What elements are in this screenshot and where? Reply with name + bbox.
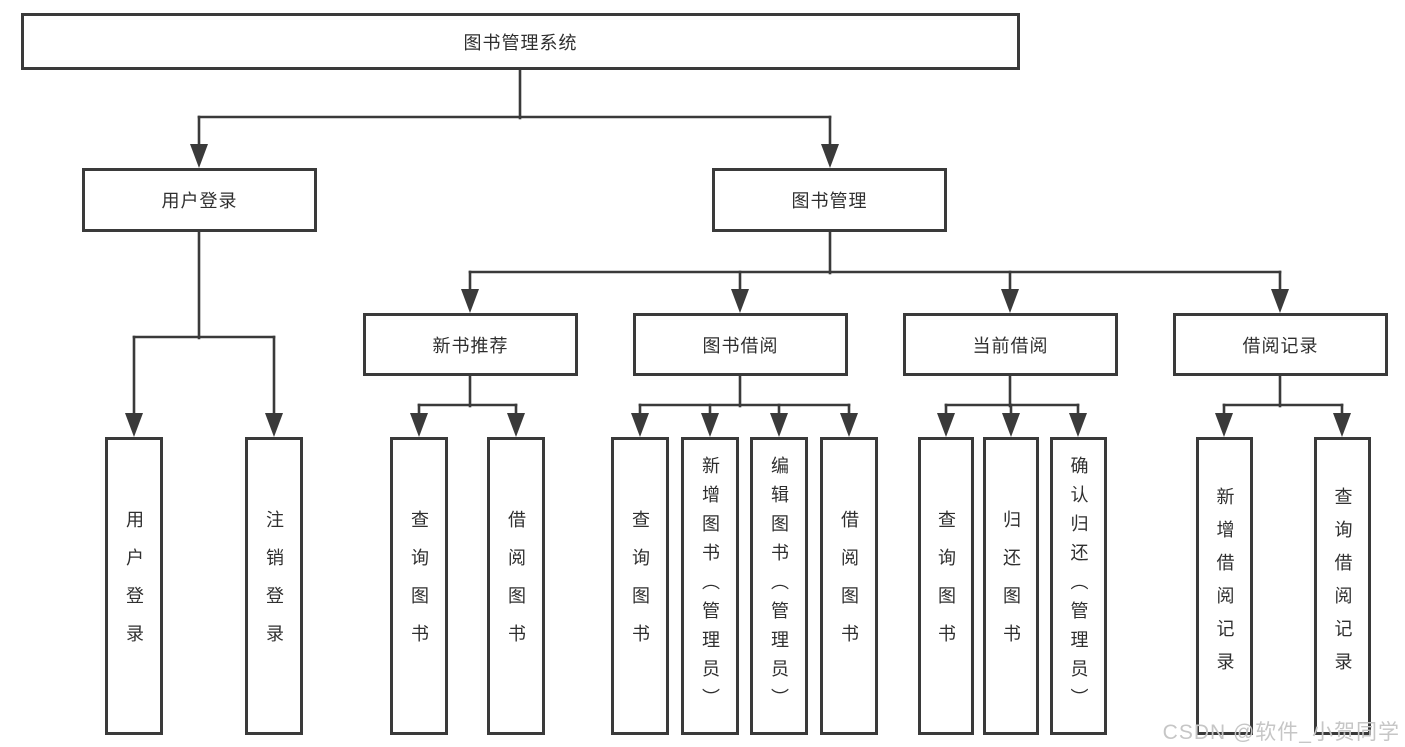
watermark: CSDN @软件_小贺同学 <box>1162 721 1400 744</box>
node-new-book-recommendation: 新书推荐 <box>363 313 578 376</box>
node-book-management: 图书管理 <box>712 168 947 232</box>
node-borrowing-records: 借阅记录 <box>1173 313 1388 376</box>
leaf-query-books-borrowing: 查询图书 <box>611 437 669 735</box>
leaf-borrow-books: 借阅图书 <box>820 437 878 735</box>
leaf-borrow-books-recommend: 借阅图书 <box>487 437 545 735</box>
leaf-edit-books-admin: 编辑图书（管理员） <box>750 437 808 735</box>
leaf-query-borrow-record: 查询借阅记录 <box>1314 437 1371 735</box>
leaf-user-login: 用户登录 <box>105 437 163 735</box>
node-library-management-system: 图书管理系统 <box>21 13 1020 70</box>
leaf-confirm-return-admin: 确认归还（管理员） <box>1050 437 1107 735</box>
leaf-return-books: 归还图书 <box>983 437 1039 735</box>
leaf-add-books-admin: 新增图书（管理员） <box>681 437 739 735</box>
leaf-query-books-current: 查询图书 <box>918 437 974 735</box>
node-current-borrowing: 当前借阅 <box>903 313 1118 376</box>
node-book-borrowing: 图书借阅 <box>633 313 848 376</box>
node-user-login: 用户登录 <box>82 168 317 232</box>
leaf-logout: 注销登录 <box>245 437 303 735</box>
leaf-add-borrow-record: 新增借阅记录 <box>1196 437 1253 735</box>
leaf-query-books-recommend: 查询图书 <box>390 437 448 735</box>
